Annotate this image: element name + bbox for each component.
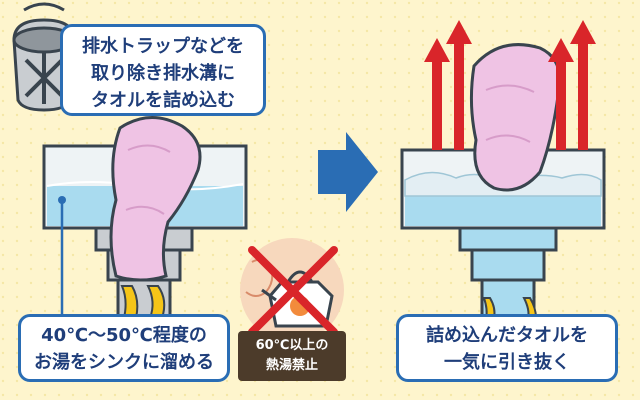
warning-line: 60℃以上の	[255, 338, 329, 353]
right-towel	[469, 43, 562, 192]
callout-line: 排水トラップなどを	[82, 36, 244, 57]
pull-up-arrow-icon	[424, 38, 450, 150]
process-arrow-icon	[318, 132, 378, 212]
left-sink	[42, 116, 248, 322]
hot-water-warning-label: 60℃以上の 熱湯禁止	[238, 331, 346, 381]
kettle-prohibited-icon	[240, 238, 344, 342]
callout-line: 40℃〜50℃程度の	[41, 325, 207, 346]
pull-up-arrow-icon	[548, 38, 574, 150]
fill-water-callout: 40℃〜50℃程度の お湯をシンクに溜める	[18, 314, 230, 382]
callout-line: 一気に引き抜く	[444, 352, 570, 373]
warning-line: 熱湯禁止	[265, 358, 318, 373]
right-sink	[400, 20, 606, 322]
remove-trap-callout: 排水トラップなどを 取り除き排水溝に タオルを詰め込む	[60, 24, 266, 116]
drain-trap-icon	[12, 2, 76, 112]
left-towel	[109, 116, 202, 282]
callout-line: タオルを詰め込む	[91, 90, 235, 111]
pull-up-arrow-icon	[570, 20, 596, 150]
pull-towel-callout: 詰め込んだタオルを 一気に引き抜く	[396, 314, 618, 382]
pull-up-arrows	[424, 20, 596, 150]
callout-line: 詰め込んだタオルを	[426, 325, 588, 346]
callout-line: 取り除き排水溝に	[91, 63, 235, 84]
right-drain-pipe	[458, 226, 558, 322]
callout-line: お湯をシンクに溜める	[34, 352, 214, 373]
pull-up-arrow-icon	[446, 20, 472, 150]
